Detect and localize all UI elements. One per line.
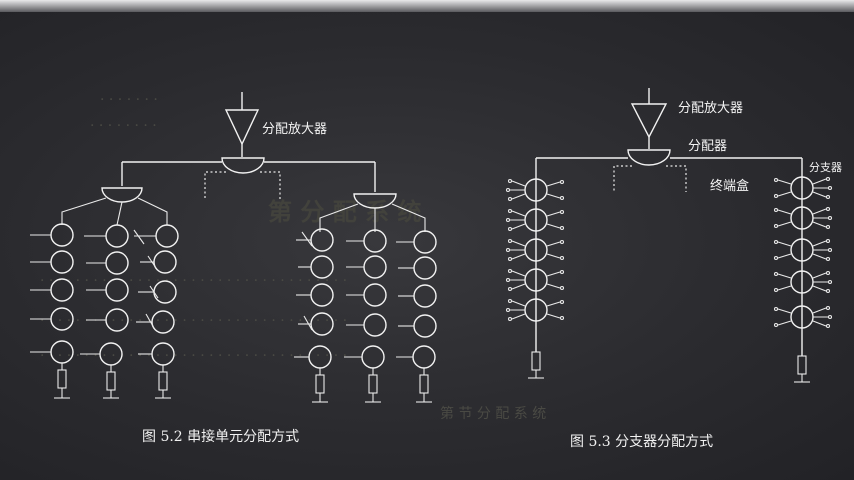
svg-text:· · · · · · ·: · · · · · · · (100, 92, 158, 108)
bleed-through-text: · · · · · · · · · · · · · · · 第 分 配 系 统 … (40, 92, 546, 422)
svg-text:· · · · · · · · · · · · · · ·: · · · · · · · · · · · · · · · · · · · · … (40, 313, 347, 329)
tap-column (773, 176, 833, 383)
amplifier-label: 分配放大器 (262, 122, 327, 137)
chain-column (80, 224, 129, 399)
svg-text:· · · · · · · · · · · · · · ·: · · · · · · · · · · · · · · · · · · · · … (40, 348, 347, 364)
chain-column (294, 228, 334, 403)
figure-5-3: 分配放大器 分配器 终端盒 分支器 (505, 88, 842, 450)
figure-5-3-caption: 图 5.3 分支器分配方式 (570, 434, 713, 450)
splitter-icon (121, 157, 376, 200)
tap-column (505, 178, 565, 379)
terminal-box-label: 终端盒 (710, 178, 749, 194)
amplifier-icon (630, 88, 668, 149)
chain-column (344, 229, 387, 403)
svg-text:第 分 配 系 统: 第 分 配 系 统 (268, 197, 421, 226)
chain-column (133, 224, 179, 399)
amplifier-label: 分配放大器 (678, 101, 743, 116)
svg-text:第 节 分 配 系: 第 节 分 配 系 统 (440, 405, 546, 422)
figure-5-2-caption: 图 5.2 串接单元分配方式 (142, 428, 299, 445)
sub-splitter-left-icon (101, 187, 143, 203)
figure-5-2: 分配放大器 (30, 92, 437, 445)
chain-column (30, 223, 74, 399)
amplifier-icon (224, 92, 260, 157)
splitter-icon (535, 149, 803, 192)
svg-text:· · · · · · · · · · · · · · ·: · · · · · · · · · · · · · · · · · · · · … (40, 273, 347, 289)
svg-text:· · · · · · · ·: · · · · · · · · (90, 118, 157, 134)
splitter-label: 分配器 (688, 139, 727, 154)
tap-label: 分支器 (809, 161, 842, 174)
chain-column (396, 230, 437, 403)
sub-splitter-right-icon (353, 193, 397, 209)
